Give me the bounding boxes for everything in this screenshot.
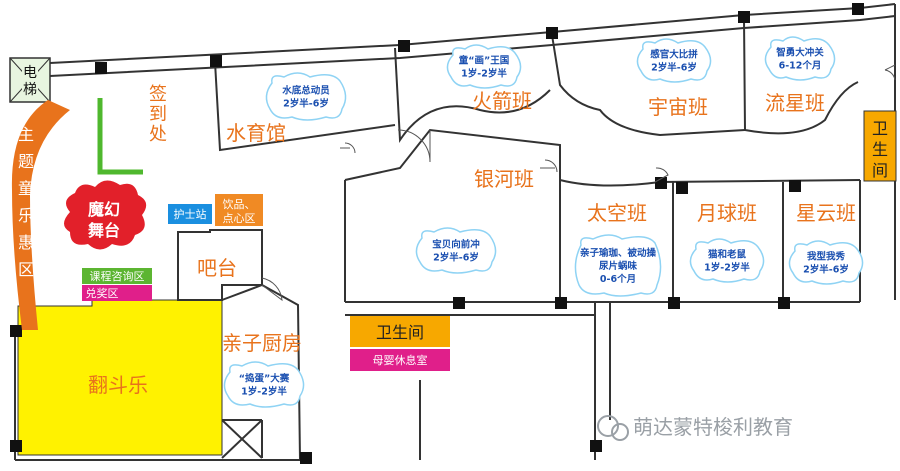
room-kitchen: 亲子厨房 (222, 331, 302, 355)
toilet-center-box (350, 316, 450, 347)
redeem-tag (82, 285, 152, 301)
cloud-line: 亲子瑜珈、被动操 (580, 247, 657, 259)
toilet-center-label: 卫生间 (376, 323, 424, 342)
music-zone-char: 主 (18, 125, 34, 144)
magic-stage: 魔幻 舞台 (64, 180, 147, 250)
cloud-line: 我型我秀 (807, 251, 846, 263)
consult-tag (82, 268, 152, 284)
cloud-line: 2岁半-6岁 (433, 252, 479, 264)
cloud-line: 1岁-2岁半 (461, 68, 507, 80)
elevator-label-2: 梯 (23, 82, 37, 98)
drinks-tag (215, 194, 263, 226)
room-galaxy: 银河班 (474, 167, 534, 191)
cloud-line: “捣蛋”大赛 (239, 373, 290, 385)
cloud-line: 6-12个月 (779, 60, 822, 72)
room-nebula: 星云班 (796, 201, 856, 225)
magic-stage-line1: 魔幻 (88, 200, 120, 219)
drinks-label-1: 饮品、 (223, 198, 256, 211)
cloud-line: 智勇大冲关 (776, 47, 824, 59)
room-bar: 吧台 (197, 256, 237, 280)
nurse-label: 护士站 (174, 207, 207, 221)
music-zone-char: 区 (18, 260, 34, 279)
room-tumble: 翻斗乐 (88, 373, 148, 397)
elevator-label-1: 电 (23, 65, 37, 81)
cloud-line: 水底总动员 (282, 85, 330, 97)
cloud-line: 0-6个月 (600, 273, 636, 285)
toilet-right-char: 间 (872, 161, 888, 180)
music-zone-char: 惠 (18, 233, 34, 252)
consult-label: 课程咨询区 (90, 269, 145, 283)
room-rocket: 火箭班 (472, 89, 532, 113)
room-swim: 水育馆 (226, 121, 286, 145)
elevator: 电 梯 (9, 57, 51, 103)
music-zone-strip (11, 100, 70, 330)
cloud-line: 感官大比拼 (650, 49, 698, 61)
music-zone-char: 乐 (18, 206, 34, 225)
music-zone-char: 题 (18, 152, 34, 171)
cloud-line: 2岁半-6岁 (651, 62, 697, 74)
watermark: 萌达蒙特梭利教育 (597, 415, 793, 441)
cloud-line: 尿片蜗味 (599, 260, 638, 272)
drinks-label-2: 点心区 (223, 212, 256, 225)
redeem-label: 兑奖区 (86, 286, 119, 300)
cloud-line: 宝贝向前冲 (432, 239, 480, 251)
checkin-char: 签 (149, 84, 167, 105)
watermark-text: 萌达蒙特梭利教育 (633, 415, 793, 439)
mother-baby-tag (350, 349, 450, 371)
toilet-right-char: 卫 (872, 119, 888, 138)
room-moon: 月球班 (697, 201, 757, 225)
magic-stage-line2: 舞台 (88, 221, 120, 240)
doors (261, 64, 896, 302)
cloud-line: 2岁半-6岁 (283, 98, 329, 110)
pillars (10, 3, 864, 464)
cloud-line: 童“画”王国 (459, 55, 510, 67)
toilet-right-char: 生 (872, 140, 888, 159)
checkin-char: 处 (149, 124, 167, 145)
cloud-line: 1岁-2岁半 (704, 262, 750, 274)
mother-baby-label: 母婴休息室 (373, 353, 428, 367)
music-zone-char: 童 (18, 179, 34, 198)
checkin-label: 签到处 (149, 84, 167, 145)
room-universe: 宇宙班 (648, 95, 708, 119)
checkin-char: 到 (149, 104, 167, 125)
cloud-line: 2岁半-6岁 (803, 264, 849, 276)
cloud-line: 猫和老鼠 (708, 249, 747, 261)
room-space: 太空班 (587, 201, 647, 225)
checkin-wall (97, 98, 143, 175)
toilet-right: 卫生间 (863, 110, 897, 182)
cloud-line: 1岁-2岁半 (241, 386, 287, 398)
nurse-tag (168, 204, 212, 224)
activity-clouds: 水底总动员2岁半-6岁童“画”王国1岁-2岁半感官大比拼2岁半-6岁智勇大冲关6… (223, 36, 864, 408)
room-meteor: 流星班 (765, 91, 825, 115)
